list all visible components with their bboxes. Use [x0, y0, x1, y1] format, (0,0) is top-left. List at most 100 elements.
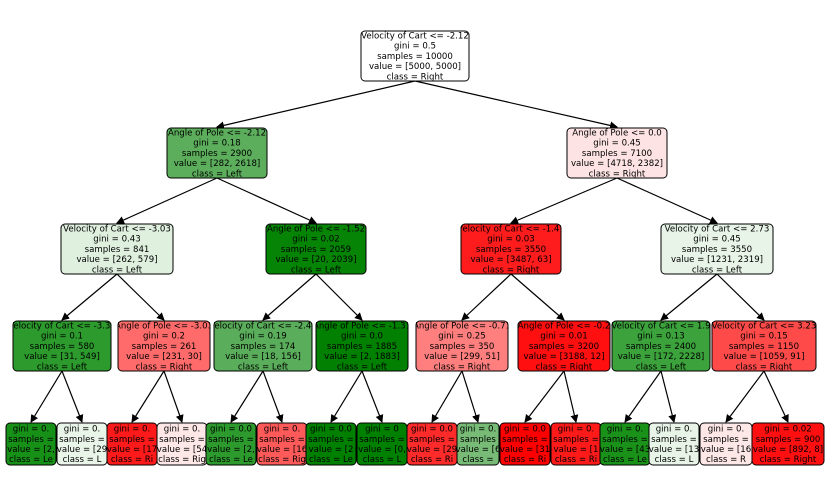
edge-n0-n2 — [414, 80, 618, 130]
node-line: gini = 0.15 — [740, 332, 787, 342]
node-line: class = Le — [209, 455, 253, 465]
node-line: class = Right — [387, 72, 444, 82]
node-box — [499, 422, 551, 466]
node-line: class = — [462, 455, 493, 465]
node-line: samples = 261 — [132, 342, 197, 352]
node-line: value = [2, 1883] — [324, 352, 400, 362]
node-line: gini = 0.0 — [504, 425, 546, 435]
node-line: class = R — [706, 455, 746, 465]
node-line: Velocity of Cart <= -3.33 — [8, 321, 116, 331]
node-box — [205, 422, 257, 466]
node-line: class = Right — [736, 362, 793, 372]
node-line: class = Rig — [258, 455, 306, 465]
node-line: Angle of Pole <= -1.52 — [267, 224, 365, 234]
node-line: value = [31 — [500, 445, 550, 455]
node-line: value = [3188, 12] — [523, 352, 604, 362]
node-line: class = Rig — [158, 455, 206, 465]
node-line: samples = 1885 — [327, 342, 397, 352]
node-line: Velocity of Cart <= -3.03 — [63, 224, 171, 234]
node-box — [213, 320, 313, 372]
node-line: class = Left — [692, 265, 743, 275]
node-line: gini = 0.0 — [341, 332, 383, 342]
node-line: value = [262, 579] — [76, 255, 157, 265]
node-line: value = [299, 51] — [424, 352, 500, 362]
edge-n10-n21 — [330, 370, 363, 423]
node-line: class = Right — [483, 265, 540, 275]
node-box — [5, 422, 57, 466]
node-line: value = [2, — [207, 445, 255, 455]
node-line: gini = 0.1 — [41, 332, 83, 342]
edge-n11-n23 — [431, 370, 463, 423]
node-line: class = Left — [636, 362, 687, 372]
edge-n0-n1 — [216, 80, 416, 130]
node-line: class = Ri — [504, 455, 546, 465]
edge-n4-n9 — [262, 273, 317, 321]
node-box — [456, 422, 500, 466]
node-line: gini = 0.19 — [239, 332, 286, 342]
node-line: gini = 0. — [264, 425, 301, 435]
edge-n13-n28 — [660, 370, 677, 423]
node-line: gini = 0. — [64, 425, 101, 435]
node-line: gini = 0. — [558, 425, 595, 435]
node-line: gini = 0.13 — [637, 332, 684, 342]
node-line: gini = 0. — [13, 425, 50, 435]
node-line: value = [1 — [554, 445, 599, 455]
node-line: samples = — [602, 435, 648, 445]
node-line: samples = — [359, 435, 405, 445]
edge-n1-n3 — [116, 177, 218, 224]
node-line: gini = 0.0 — [210, 425, 252, 435]
edge-n9-n20 — [262, 370, 284, 423]
node-line: samples = 1150 — [729, 342, 799, 352]
node-line: samples = — [409, 435, 455, 445]
node-line: gini = 0. — [460, 425, 497, 435]
node-line: samples = — [308, 435, 354, 445]
edge-n12-n25 — [524, 370, 565, 423]
node-line: gini = 0.02 — [764, 425, 811, 435]
edge-n7-n15 — [30, 370, 63, 423]
node-box — [611, 320, 711, 372]
node-line: gini = 0.0 — [411, 425, 453, 435]
node-line: class = Left — [192, 169, 243, 179]
node-line: Velocity of Cart <= -2.12 — [361, 31, 469, 41]
node-line: value = [0, — [358, 445, 406, 455]
node-line: samples = 2059 — [281, 245, 351, 255]
node-line: gini = 0.45 — [593, 139, 640, 149]
node-line: Angle of Pole <= -0.71 — [413, 321, 511, 331]
node-line: Velocity of Cart <= 1.9 — [611, 321, 710, 331]
node-line: gini = 0.0 — [310, 425, 352, 435]
node-line: class = L — [363, 455, 402, 465]
node-line: gini = 0.03 — [487, 235, 534, 245]
node-line: Angle of Pole <= -0.2 — [518, 321, 611, 331]
node-box — [117, 320, 211, 372]
node-line: samples = — [703, 435, 749, 445]
node-line: class = Right — [589, 169, 646, 179]
edge-n10-n22 — [361, 370, 384, 423]
edge-n12-n26 — [563, 370, 579, 423]
node-line: value = [29 — [57, 445, 107, 455]
node-line: class = Right — [760, 455, 817, 465]
edge-n1-n4 — [216, 177, 317, 224]
node-line: value = [13 — [649, 445, 699, 455]
node-line: class = Right — [536, 362, 593, 372]
node-line: value = [1231, 2319] — [671, 255, 763, 265]
node-line: samples = 3200 — [529, 342, 599, 352]
edge-n14-n30 — [763, 370, 789, 423]
edge-n8-n18 — [163, 370, 184, 423]
node-box — [315, 320, 409, 372]
node-line: samples = 350 — [430, 342, 495, 352]
